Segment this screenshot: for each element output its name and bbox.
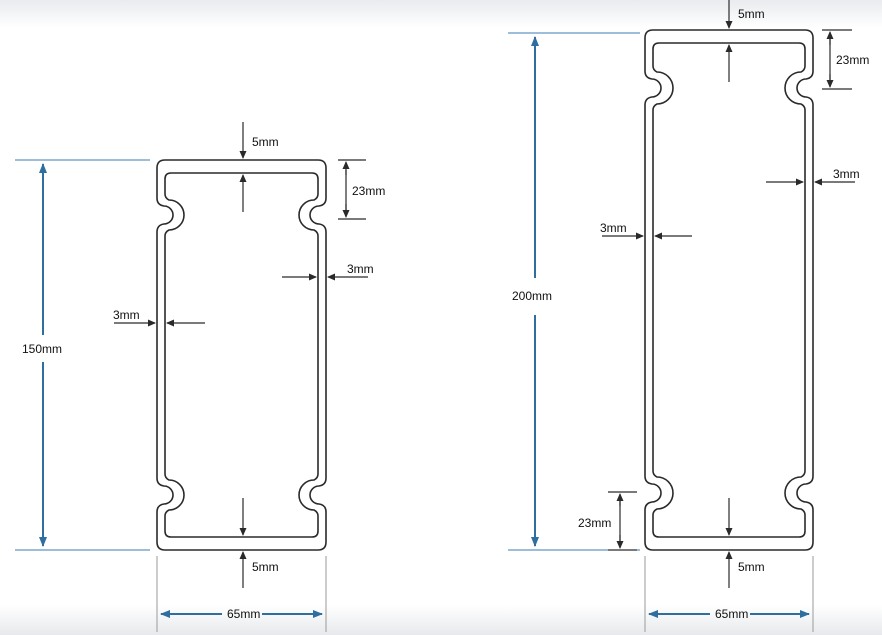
height-label-200: 200mm [512, 289, 552, 303]
width-label-200: 65mm [715, 607, 748, 621]
profile-200-inner-outline [652, 42, 806, 538]
groove-top-label-200: 23mm [836, 53, 869, 67]
profile-200-outer-outline [644, 29, 814, 551]
profile-150-outer-outline [156, 159, 327, 551]
height-label-150: 150mm [22, 342, 62, 356]
bottom-wall-label-150: 5mm [252, 560, 279, 574]
top-wall-label-200: 5mm [738, 7, 765, 21]
right-wall-label-150: 3mm [347, 262, 374, 276]
profile-150mm: 150mm 65mm 5mm 5mm 23mm 3mm 3mm [15, 122, 385, 632]
width-label-150: 65mm [227, 607, 260, 621]
profile-200mm: 200mm 65mm 5mm 5mm 23mm 3mm 3mm [508, 0, 869, 632]
bottom-wall-label-200: 5mm [738, 560, 765, 574]
groove-label-150: 23mm [352, 184, 385, 198]
profile-150-inner-outline [164, 172, 319, 538]
top-wall-label-150: 5mm [252, 135, 279, 149]
right-wall-label-200: 3mm [833, 167, 860, 181]
left-wall-label-150: 3mm [113, 308, 140, 322]
left-wall-label-200: 3mm [600, 221, 627, 235]
groove-bottom-label-200: 23mm [578, 516, 611, 530]
